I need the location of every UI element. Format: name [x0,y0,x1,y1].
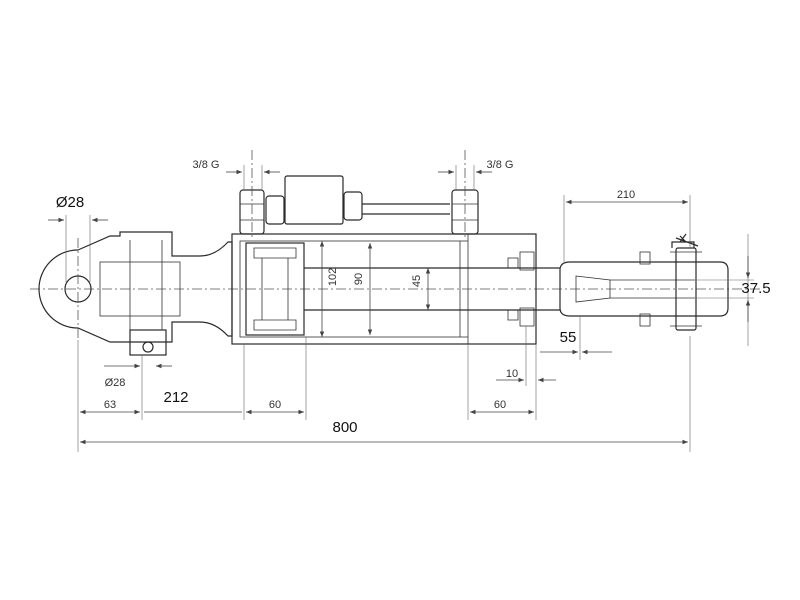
lynch-pin [671,233,699,248]
dim-overall-length: 800 [332,419,357,436]
cross-bracket [129,329,167,356]
piston [245,242,305,336]
port-left [239,189,285,235]
transfer-pipe [362,203,450,215]
dim-cross-pin-diameter: Ø28 [105,377,126,389]
dim-bore: 102 [327,268,339,286]
dim-pivot-diameter: Ø28 [56,194,84,211]
fork-clevis [559,233,729,331]
valve-block [284,175,363,225]
dim-fork-slot: 55 [560,329,577,346]
eye-rod [99,261,181,317]
dim-thread-left: 3/8 G [193,159,220,171]
dim-cross-offset: 212 [163,389,188,406]
dim-thread-right: 3/8 G [487,159,514,171]
cylinder-barrel [231,233,537,345]
cross-pin-hole [142,341,154,353]
dim-step: 10 [506,368,518,380]
dim-port-right-offset: 60 [494,399,506,411]
dim-rod-inner: 90 [353,273,365,285]
dim-rod: 45 [411,275,423,287]
dim-fork-width: 37.5 [741,280,770,297]
piston-rod [304,267,560,311]
dim-port-left-offset: 60 [269,399,281,411]
dim-fork-length: 210 [617,189,635,201]
dim-eye-length: 63 [104,399,116,411]
left-eye-mount [38,231,233,356]
fork-pin [675,247,697,331]
